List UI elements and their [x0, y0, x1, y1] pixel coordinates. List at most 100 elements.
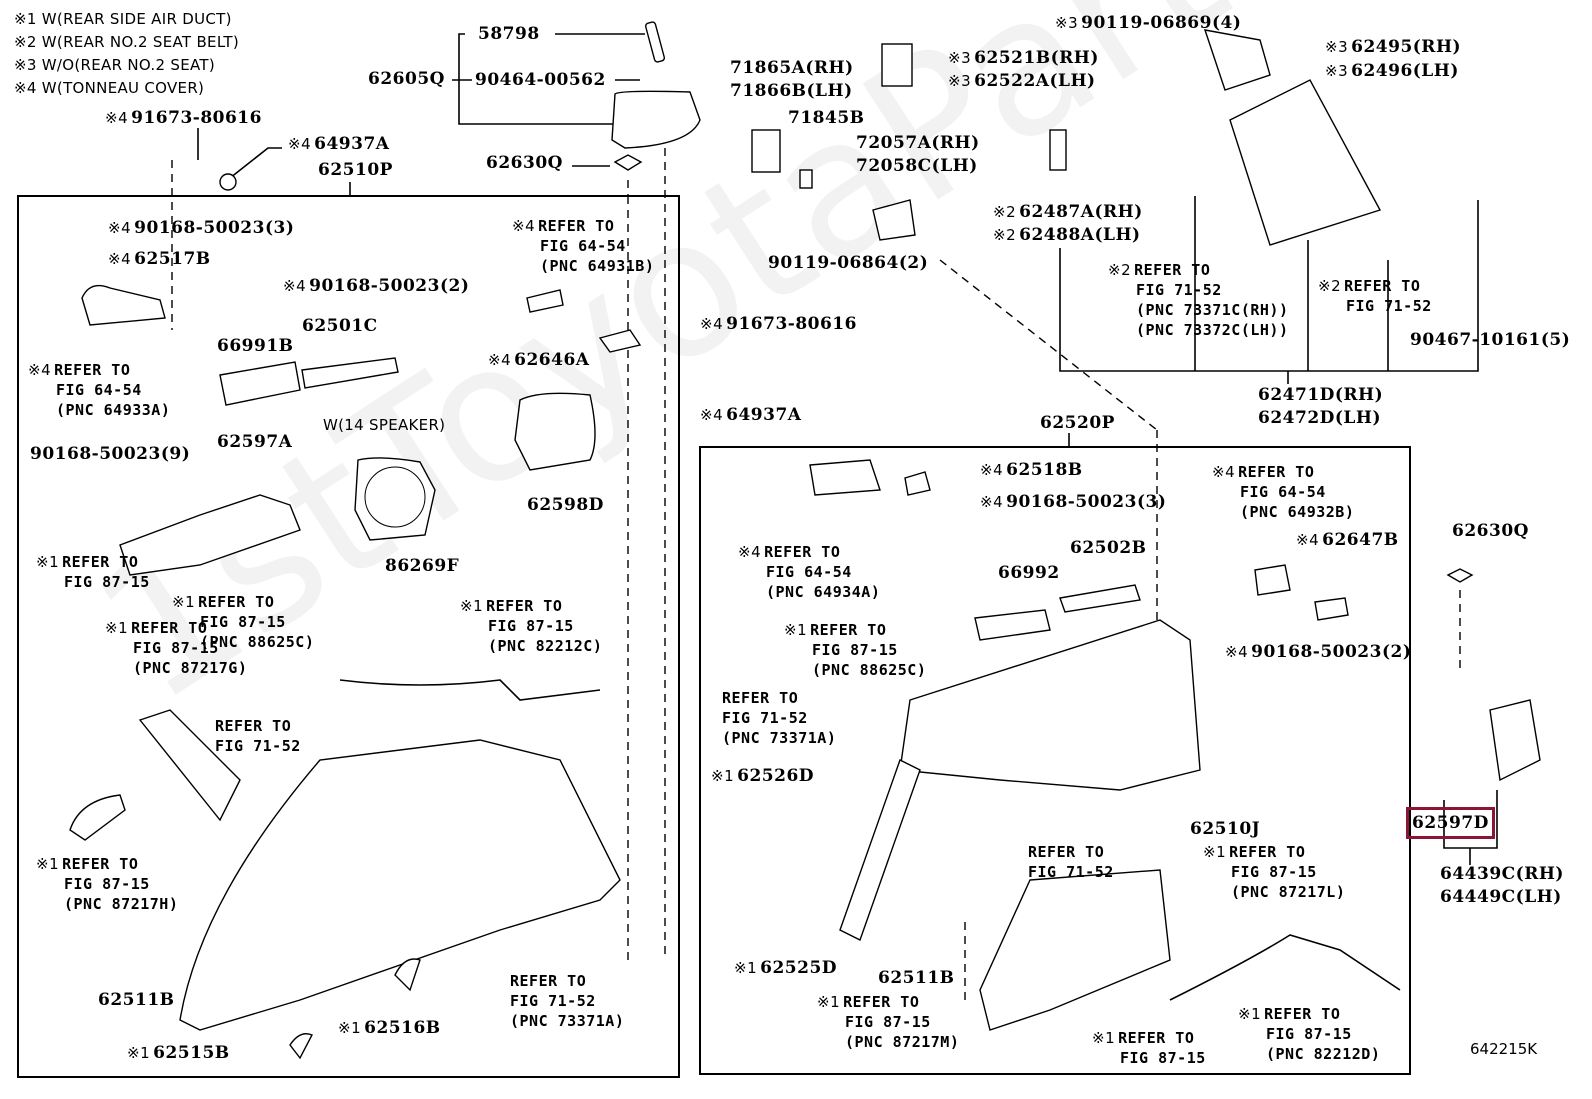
- ref-line: FIG 71-52: [215, 737, 301, 755]
- part-label-62502B[interactable]: 62502B: [1070, 538, 1147, 558]
- part-number: 62471D(RH): [1258, 385, 1384, 405]
- part-label-58798[interactable]: 58798: [478, 24, 540, 44]
- part-label-62501C[interactable]: 62501C: [302, 316, 378, 336]
- part-label-62511B-left[interactable]: 62511B: [98, 990, 175, 1010]
- ref-line: FIG 71-52: [722, 709, 808, 727]
- part-label-72057A[interactable]: 72057A(RH): [856, 133, 980, 153]
- part-label-62605Q[interactable]: 62605Q: [368, 69, 445, 89]
- part-label-90467-10161[interactable]: 90467-10161(5): [1410, 330, 1570, 350]
- part-shape-71865A: [751, 129, 781, 173]
- part-label-71845B[interactable]: 71845B: [788, 108, 865, 128]
- ref-line: (PNC 87217L): [1231, 883, 1346, 901]
- part-label-86269F[interactable]: 86269F: [385, 556, 459, 576]
- part-label-62471D[interactable]: 62471D(RH): [1258, 385, 1383, 405]
- part-label-71866B[interactable]: 71866B(LH): [730, 81, 853, 101]
- part-label-62597D[interactable]: 62597D: [1406, 807, 1495, 839]
- condition-mark: ※4: [488, 351, 512, 369]
- part-label-72058C[interactable]: 72058C(LH): [856, 156, 978, 176]
- part-number: 91673-80616: [131, 108, 262, 128]
- part-label-64439C[interactable]: 64439C(RH): [1440, 864, 1564, 884]
- part-label-62510P[interactable]: 62510P: [318, 160, 393, 180]
- part-label-62510J[interactable]: 62510J: [1190, 819, 1260, 839]
- part-number: 62597A: [217, 432, 293, 452]
- part-number: 62511B: [878, 968, 955, 988]
- legend-2: ※2 W(REAR NO.2 SEAT BELT): [14, 33, 240, 51]
- part-number: 62510P: [318, 160, 393, 180]
- part-shape-ref-64934A: [809, 459, 881, 496]
- condition-mark: ※4: [700, 315, 724, 333]
- part-label-66992[interactable]: 66992: [998, 563, 1060, 583]
- part-number: 90168-50023(3): [134, 218, 295, 238]
- condition-mark: ※1: [127, 1044, 151, 1062]
- ref-line: FIG 64-54: [56, 381, 142, 399]
- part-label-62597A[interactable]: 62597A: [217, 432, 292, 452]
- part-label-62630Q[interactable]: 62630Q: [486, 153, 563, 173]
- part-number: 62515B: [153, 1043, 230, 1063]
- ref-line: FIG 87-15: [1266, 1025, 1352, 1043]
- part-label-62520P[interactable]: 62520P: [1040, 413, 1115, 433]
- condition-mark: ※1: [711, 767, 735, 785]
- part-shape-seatbelt-trim: [839, 759, 921, 941]
- part-label-62598D[interactable]: 62598D: [527, 495, 604, 515]
- part-label-62472D[interactable]: 62472D(LH): [1258, 408, 1381, 428]
- part-label-62511B-right[interactable]: 62511B: [878, 968, 955, 988]
- part-label-66991B[interactable]: 66991B: [217, 336, 294, 356]
- part-number: 62488A(LH): [1019, 225, 1141, 245]
- part-label-90168-50023-9[interactable]: 90168-50023(9): [30, 444, 190, 464]
- part-label-64449C[interactable]: 64449C(LH): [1440, 887, 1562, 907]
- part-label-90119-06864[interactable]: 90119-06864(2): [768, 253, 928, 273]
- part-shape-86269F: [354, 457, 436, 541]
- condition-mark: ※1: [338, 1019, 362, 1037]
- ref-line: FIG 71-52: [1136, 281, 1222, 299]
- part-label-62630Q-r[interactable]: 62630Q: [1452, 521, 1529, 541]
- part-number: 62630Q: [1452, 521, 1529, 541]
- part-label-90464-00562[interactable]: 90464-00562: [475, 70, 606, 90]
- part-label-71865A[interactable]: 71865A(RH): [730, 58, 854, 78]
